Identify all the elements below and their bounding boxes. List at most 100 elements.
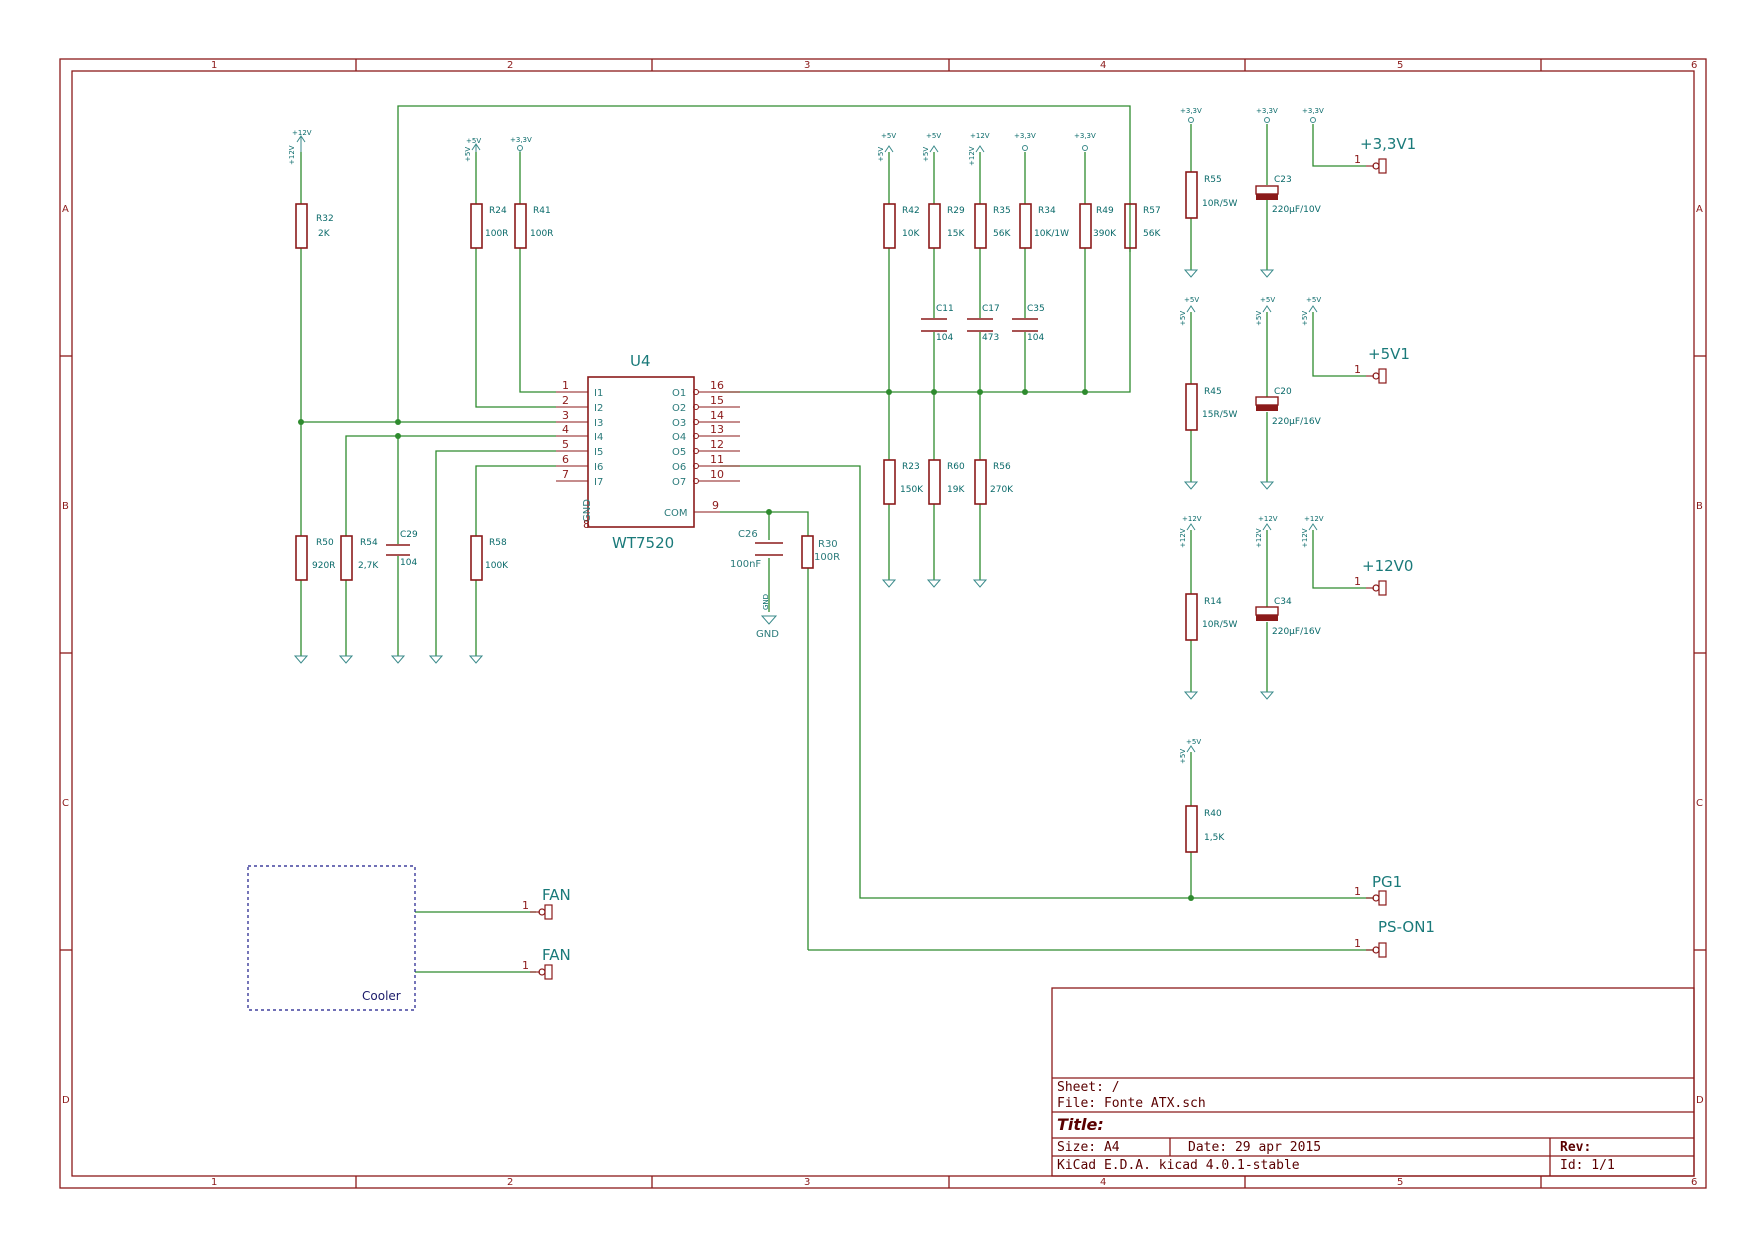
svg-text:+12V0: +12V0 [1362,557,1413,575]
col-label-4: 4 [1100,60,1106,71]
svg-text:+5V: +5V [1184,296,1199,304]
row-label-d-right: D [1696,1095,1704,1106]
row-label-a: A [62,204,69,215]
power-12v-r32: +12V +12V [288,129,312,165]
gnd-c29 [390,655,406,664]
col-label-1: 1 [211,60,217,71]
col-label-2-bottom: 2 [507,1177,513,1188]
ic-value: WT7520 [612,534,674,552]
title-block-title: Title: [1057,1115,1104,1134]
connector-ps-on1[interactable]: 1 PS-ON1 [1354,918,1435,958]
connector-pg1[interactable]: 1 PG1 [1354,873,1402,906]
resistor-r45: R45 15R/5W [1185,383,1237,431]
svg-text:104: 104 [936,333,953,343]
resistor-r42: R42 10K [883,203,920,249]
ic-pin-name-o5: O5 [672,447,686,458]
row-label-a-right: A [1696,204,1703,215]
svg-text:R24: R24 [489,206,507,216]
svg-text:100nF: 100nF [730,559,761,570]
gnd-r55 [1183,269,1199,278]
gnd-r23 [881,579,897,588]
ic-pin-name-o2: O2 [672,403,686,414]
ic-pin-4: 4 [562,423,569,436]
svg-text:104: 104 [400,558,417,568]
row-label-b: B [62,501,69,512]
power-symbols: +12V +12V +5V +5V +3,3V +5V +5V +5V +5V [288,107,1324,764]
ic-pin-name-o7: O7 [672,477,686,488]
junctions [298,389,1194,901]
svg-text:+5V: +5V [922,147,930,162]
col-label-3: 3 [804,60,810,71]
capacitor-c26: C26 100nF [730,529,783,570]
svg-text:220µF/10V: 220µF/10V [1272,205,1322,215]
ic-pin-6: 6 [562,453,569,466]
gnd-c26: GND GND [756,594,779,640]
svg-text:+12V: +12V [1301,528,1309,548]
cooler-label: Cooler [362,989,401,1003]
connector-fan-2[interactable]: 1 FAN [522,946,571,980]
svg-text:220µF/16V: 220µF/16V [1272,627,1322,637]
resistor-r32: R32 2K [295,203,334,249]
connector-12v0[interactable]: 1 +12V0 [1354,557,1413,596]
svg-text:R23: R23 [902,462,920,472]
ic-pin-name-i5: I5 [594,447,603,458]
col-label-4-bottom: 4 [1100,1177,1106,1188]
svg-text:56K: 56K [993,229,1011,239]
resistor-r57: R57 56K [1124,203,1161,249]
title-block-date: Date: 29 apr 2015 [1188,1140,1321,1155]
svg-text:1: 1 [1354,937,1361,950]
power-12v-conn: +12V +12V [1301,515,1324,548]
svg-text:R56: R56 [993,462,1011,472]
ic-pin-10: 10 [710,468,724,481]
connector-fan-1[interactable]: 1 FAN [522,886,571,920]
svg-text:R60: R60 [947,462,965,472]
resistor-r41: R41 100R [514,203,553,249]
svg-text:390K: 390K [1093,229,1117,239]
power-33v-r41: +3,3V [510,136,532,152]
connector-5v1[interactable]: 1 +5V1 [1354,345,1410,384]
svg-text:R14: R14 [1204,597,1222,607]
ic-pin-name-i6: I6 [594,462,603,473]
power-5v-c20: +5V +5V [1255,296,1275,326]
svg-text:19K: 19K [947,485,965,495]
svg-text:150K: 150K [900,485,924,495]
svg-text:2,7K: 2,7K [358,561,379,571]
ic-pin-2: 2 [562,394,569,407]
svg-text:920R: 920R [312,561,335,571]
row-label-b-right: B [1696,501,1703,512]
ic-pin-15: 15 [710,394,724,407]
svg-text:+5V: +5V [1306,296,1321,304]
power-5v-r42: +5V +5V [877,132,896,162]
svg-text:C34: C34 [1274,597,1292,607]
svg-text:R35: R35 [993,206,1011,216]
svg-text:+5V: +5V [881,132,896,140]
ic-pin-7: 7 [562,468,569,481]
svg-text:10K/1W: 10K/1W [1034,229,1069,239]
svg-text:FAN: FAN [542,886,571,904]
col-label-5-bottom: 5 [1397,1177,1403,1188]
svg-text:C11: C11 [936,304,954,314]
ic-pin-name-i2: I2 [594,403,603,414]
ic-pin-name-i4: I4 [594,432,603,443]
resistor-r55: R55 10R/5W [1185,171,1237,219]
ic-pin-12: 12 [710,438,724,451]
ic-u4: U4 WT7520 GND 8 1 2 3 4 5 6 7 I1 I2 I3 I… [556,352,740,552]
svg-text:1: 1 [1354,153,1361,166]
svg-text:R40: R40 [1204,809,1222,819]
svg-text:1: 1 [1354,575,1361,588]
connector-33v1[interactable]: 1 +3,3V1 [1354,135,1416,174]
gnd-c20 [1259,481,1275,490]
svg-text:+12V: +12V [1304,515,1324,523]
gnd-r56 [972,579,988,588]
power-33v-r49: +3,3V [1074,132,1096,151]
col-label-5: 5 [1397,60,1403,71]
resistor-r50: R50 920R [295,535,335,581]
svg-text:C29: C29 [400,530,418,540]
capacitor-c17: C17 473 [967,304,1000,343]
svg-text:1: 1 [522,959,529,972]
svg-text:R42: R42 [902,206,920,216]
resistor-r30: R30 100R [801,535,840,569]
svg-text:R32: R32 [316,214,334,224]
resistors: R32 2K R24 100R R41 100R R50 920R R54 2,… [295,171,1237,853]
title-block: Sheet: / File: Fonte ATX.sch Title: Size… [1051,987,1695,1177]
